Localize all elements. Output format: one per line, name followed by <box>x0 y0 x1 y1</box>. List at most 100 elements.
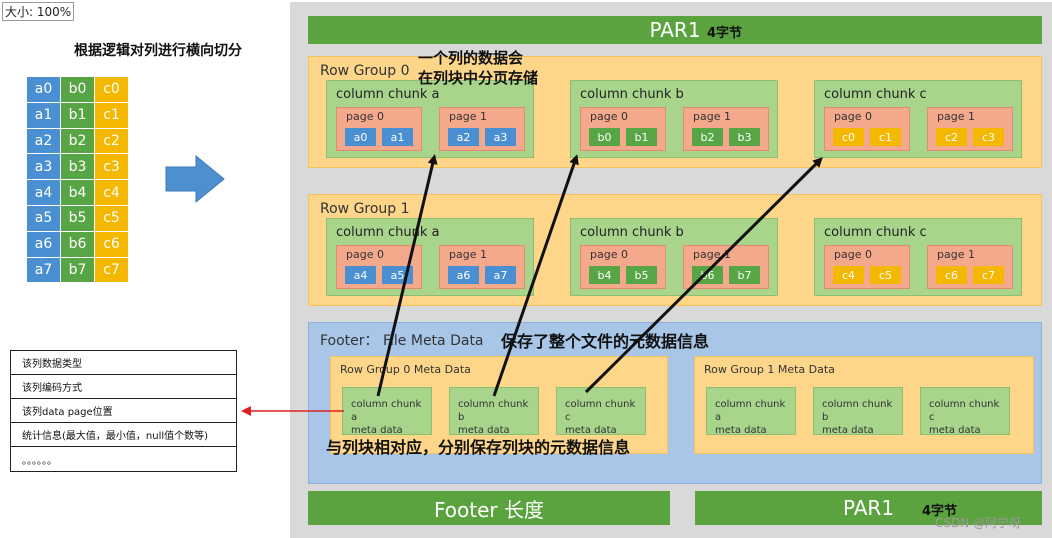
meta-line1: column chunk a <box>351 399 422 423</box>
page-value: c5 <box>870 266 901 284</box>
meta-line2: meta data <box>565 425 617 436</box>
page-value: a4 <box>345 266 376 284</box>
column-a-cell: a7 <box>26 256 61 284</box>
page-value: b5 <box>626 266 657 284</box>
page-label: page 0 <box>346 110 384 123</box>
footer-length-bar: Footer 长度 <box>308 491 670 525</box>
arrow-meta-b <box>492 154 579 397</box>
legend-item: 该列编码方式 <box>11 375 236 399</box>
column-c-cell: c7 <box>94 256 129 284</box>
header-par1-bytes: 4字节 <box>707 26 743 41</box>
legend-item: 该列data page位置 <box>11 399 236 423</box>
page-value: c3 <box>973 128 1004 146</box>
pages-annotation-line1: 一个列的数据会 <box>418 49 524 67</box>
column-chunk-label: column chunk c <box>824 87 927 102</box>
footer-length-label: Footer 长度 <box>434 497 544 522</box>
zoom-indicator: 大小: 100% <box>2 2 75 21</box>
legend-item: 该列数据类型 <box>11 351 236 375</box>
footer-bottom-annotation: 与列块相对应，分别保存列块的元数据信息 <box>326 438 631 457</box>
page-value: a1 <box>382 128 413 146</box>
row-group-label: Row Group 0 <box>320 63 410 79</box>
column-chunk-meta: column chunk c meta data <box>920 387 1010 436</box>
column-b-cell: b7 <box>60 256 95 284</box>
page-value: c0 <box>833 128 864 146</box>
page-value: c4 <box>833 266 864 284</box>
page-value: a0 <box>345 128 376 146</box>
column-b-cell: b1 <box>60 101 95 129</box>
column-b-cell: b3 <box>60 153 95 181</box>
page-label: page 1 <box>937 248 975 261</box>
column-c-cell: c4 <box>94 179 129 206</box>
column-chunk-label: column chunk b <box>580 87 684 102</box>
meta-line1: column chunk c <box>929 399 1000 423</box>
page-value: b2 <box>692 128 723 146</box>
column-b-cell: b2 <box>60 127 95 155</box>
page-value: a7 <box>485 266 516 284</box>
column-a-cell: a3 <box>26 153 61 181</box>
column-chunk-label: column chunk a <box>336 87 440 102</box>
page-value: b1 <box>626 128 657 146</box>
page-value: b3 <box>729 128 760 146</box>
page-label: page 1 <box>937 110 975 123</box>
meta-line2: meta data <box>822 425 874 436</box>
header-par1-bar: PAR1 <box>308 16 1042 44</box>
page-label: page 1 <box>693 110 731 123</box>
column-b-cell: b0 <box>60 76 95 103</box>
footer-label: Footer： File Meta Data <box>320 333 484 349</box>
meta-line1: column chunk b <box>822 399 893 423</box>
page-value: c1 <box>870 128 901 146</box>
page-value: c2 <box>936 128 967 146</box>
page-label: page 1 <box>449 110 487 123</box>
arrow-meta-a <box>376 154 438 397</box>
page-value: b0 <box>589 128 620 146</box>
meta-line2: meta data <box>929 425 981 436</box>
column-b-cell: b4 <box>60 179 95 206</box>
right-arrow-icon <box>165 154 225 204</box>
column-chunk-label: column chunk b <box>580 225 684 240</box>
page-value: b7 <box>729 266 760 284</box>
column-c-cell: c0 <box>94 76 129 103</box>
column-b-cell: b6 <box>60 230 95 258</box>
row-group-label: Row Group 1 <box>320 201 410 217</box>
page-value: b4 <box>589 266 620 284</box>
page-value: a6 <box>448 266 479 284</box>
meta-line2: meta data <box>458 425 510 436</box>
page-value: a3 <box>485 128 516 146</box>
meta-line1: column chunk b <box>458 399 529 423</box>
meta-line1: column chunk a <box>715 399 786 423</box>
column-chunk-meta: column chunk b meta data <box>813 387 903 436</box>
page-label: page 0 <box>834 110 872 123</box>
column-chunk-label: column chunk c <box>824 225 927 240</box>
page-label: page 1 <box>449 248 487 261</box>
watermark: CSDN @阿宁呀 <box>935 516 1022 530</box>
bottom-par1-bar: PAR1 <box>695 491 1042 525</box>
column-a-cell: a6 <box>26 230 61 258</box>
column-a-cell: a1 <box>26 101 61 129</box>
column-chunk-meta: column chunk a meta data <box>706 387 796 436</box>
pages-annotation-line2: 在列块中分页存储 <box>418 69 539 87</box>
page-value: c6 <box>936 266 967 284</box>
metadata-legend: 该列数据类型该列编码方式该列data page位置统计信息(最大值，最小值，nu… <box>10 350 237 472</box>
column-a-cell: a4 <box>26 179 61 206</box>
page-value: c7 <box>973 266 1004 284</box>
column-c-cell: c1 <box>94 101 129 129</box>
column-a-cell: a5 <box>26 204 61 232</box>
page-label: page 0 <box>346 248 384 261</box>
page-label: page 0 <box>590 248 628 261</box>
meta-line2: meta data <box>715 425 767 436</box>
legend-item: 统计信息(最大值，最小值，null值个数等) <box>11 423 236 447</box>
bottom-par1-label: PAR1 <box>842 496 895 520</box>
row-group-meta-label: Row Group 1 Meta Data <box>704 363 835 376</box>
